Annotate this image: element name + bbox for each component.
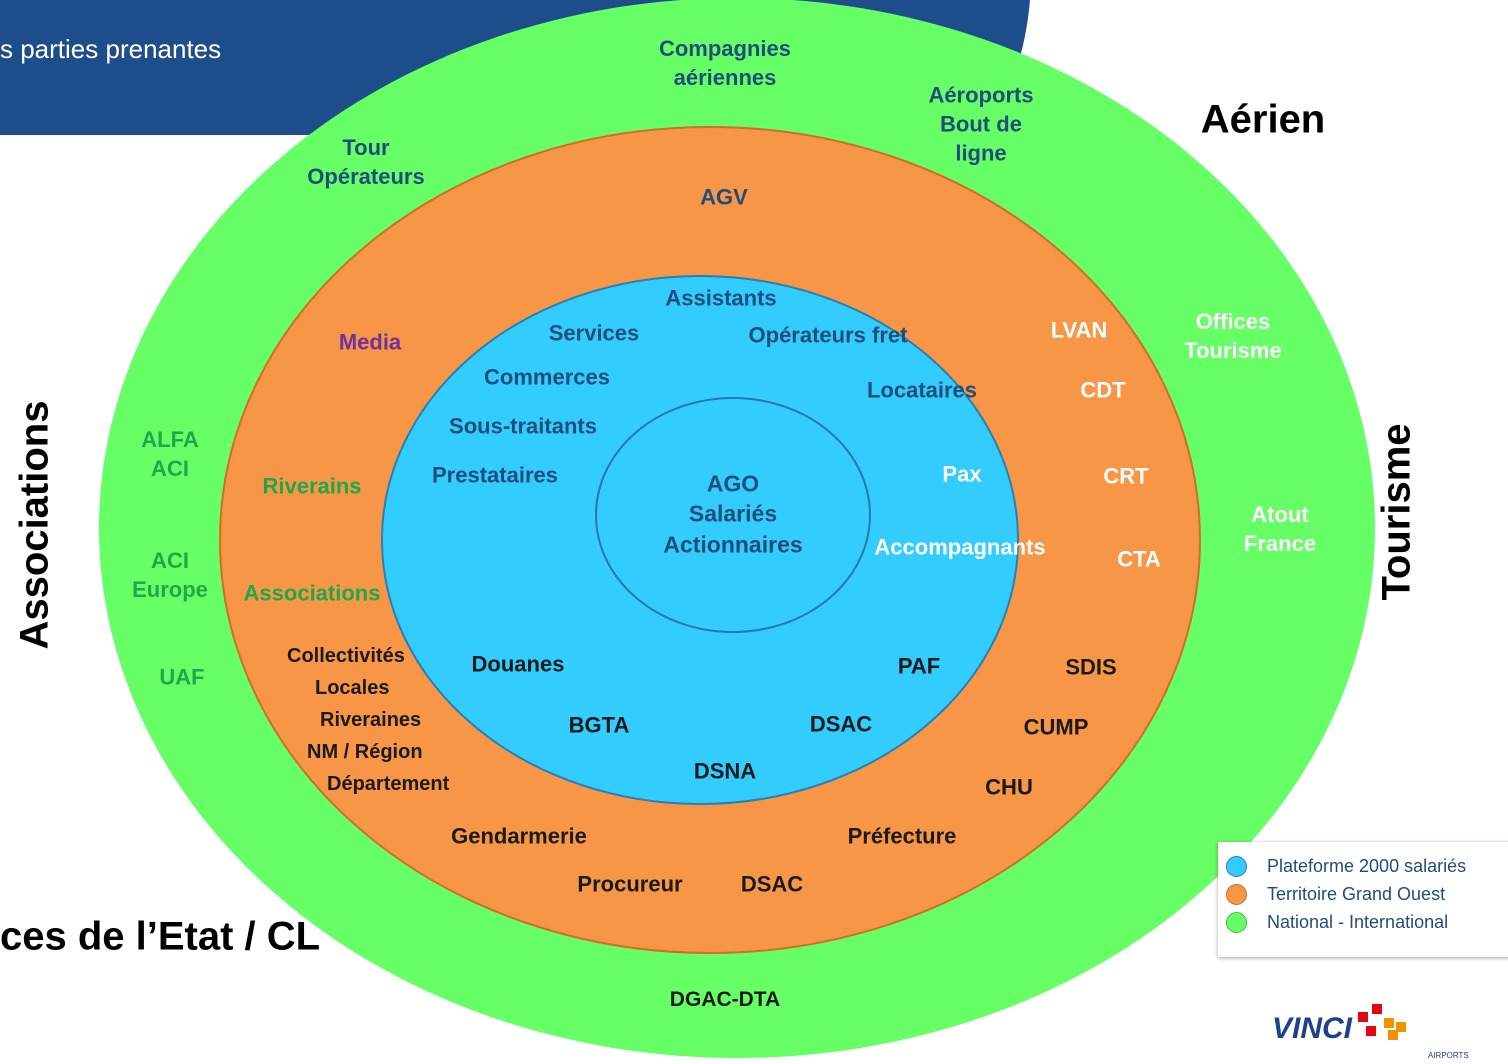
legend-label-national: National - International — [1267, 911, 1449, 932]
label-dsac-outer: DSAC — [740, 871, 804, 897]
svg-text:AIRPORTS: AIRPORTS — [1428, 1051, 1469, 1060]
aeroports-line-3: ligne — [955, 140, 1007, 166]
tour-operateurs-line-2: Opérateurs — [307, 164, 425, 189]
legend-item-national: National - International — [1226, 910, 1448, 934]
quadrant-tourisme: Tourisme — [1374, 423, 1419, 601]
label-dgac-dta: DGAC-DTA — [669, 988, 781, 1012]
core-label: AGO Salariés Actionnaires — [663, 468, 802, 559]
legend-item-territoire: Territoire Grand Ouest — [1226, 882, 1445, 906]
legend-dot-territoire — [1226, 883, 1247, 905]
collectivites-line-5: Département — [327, 773, 450, 795]
collectivites-line-1: Collectivités — [287, 645, 405, 667]
label-atout-france: Atout France — [1244, 500, 1316, 558]
legend-dot-plateforme — [1226, 855, 1247, 877]
core-circle — [595, 397, 871, 633]
alfa-line-2: ACI — [151, 456, 189, 481]
label-paf: PAF — [897, 653, 941, 679]
label-prefecture: Préfecture — [847, 823, 957, 849]
atout-line-1: Atout — [1251, 501, 1309, 527]
label-associations-territoire: Associations — [243, 580, 381, 606]
legend-label-territoire: Territoire Grand Ouest — [1267, 883, 1446, 904]
label-alfa-aci: ALFA ACI — [141, 425, 198, 483]
quadrant-services-etat: ces de l’Etat / CL — [0, 914, 321, 959]
legend-dot-national — [1226, 911, 1247, 933]
core-line-actionnaires: Actionnaires — [663, 531, 803, 558]
label-offices-tourisme: Offices Tourisme — [1184, 307, 1281, 365]
offices-line-1: Offices — [1195, 308, 1271, 334]
label-aeroports: Aéroports Bout de ligne — [928, 80, 1033, 167]
label-procureur: Procureur — [577, 871, 683, 897]
core-line-ago: AGO — [706, 470, 760, 497]
label-cta: CTA — [1117, 546, 1161, 572]
svg-text:VINCI: VINCI — [1272, 1012, 1353, 1045]
aci-europe-line-2: Europe — [132, 577, 208, 602]
label-agv: AGV — [700, 184, 748, 210]
alfa-line-1: ALFA — [141, 426, 199, 452]
compagnies-line-2: aériennes — [673, 65, 777, 90]
label-prestataires: Prestataires — [432, 462, 558, 488]
aci-europe-line-1: ACI — [151, 547, 189, 573]
legend: Plateforme 2000 salariés Territoire Gran… — [1218, 842, 1508, 957]
label-riverains: Riverains — [262, 473, 362, 499]
aeroports-line-2: Bout de — [940, 111, 1022, 137]
label-sdis: SDIS — [1065, 654, 1117, 680]
label-cdt: CDT — [1080, 377, 1126, 403]
label-douanes: Douanes — [471, 651, 565, 677]
core-line-salaries: Salariés — [688, 500, 778, 527]
label-gendarmerie: Gendarmerie — [451, 823, 587, 849]
label-lvan: LVAN — [1050, 317, 1108, 343]
label-crt: CRT — [1103, 463, 1149, 489]
tour-operateurs-line-1: Tour — [342, 134, 390, 160]
label-services: Services — [548, 320, 640, 346]
atout-line-2: France — [1243, 531, 1317, 556]
label-assistants: Assistants — [665, 285, 777, 311]
collectivites-line-3: Riveraines — [320, 709, 422, 731]
label-pax: Pax — [942, 461, 982, 487]
label-sous-traitants: Sous-traitants — [449, 413, 597, 439]
label-bgta: BGTA — [568, 712, 630, 738]
header-banner-text: s parties prenantes — [0, 34, 222, 64]
label-commerces: Commerces — [484, 364, 610, 390]
label-compagnies: Compagnies aériennes — [659, 34, 791, 92]
quadrant-aerien: Aérien — [1200, 97, 1326, 142]
collectivites-line-4: NM / Région — [307, 741, 423, 763]
offices-line-2: Tourisme — [1184, 338, 1282, 363]
label-locataires: Locataires — [866, 377, 978, 403]
aeroports-line-1: Aéroports — [928, 82, 1034, 108]
legend-label-plateforme: Plateforme 2000 salariés — [1267, 855, 1467, 876]
label-dsna: DSNA — [693, 758, 757, 784]
vinci-airports-logo: VINCI AIRPORTS — [1272, 1004, 1469, 1060]
label-operateurs-fret: Opérateurs fret — [748, 322, 908, 348]
label-uaf: UAF — [159, 664, 205, 690]
collectivites-line-2: Locales — [315, 677, 390, 699]
label-aci-europe: ACI Europe — [132, 546, 208, 604]
label-tour-operateurs: Tour Opérateurs — [307, 133, 424, 191]
label-cump: CUMP — [1023, 714, 1089, 740]
label-chu: CHU — [985, 774, 1033, 800]
label-accompagnants: Accompagnants — [874, 534, 1046, 560]
legend-item-plateforme: Plateforme 2000 salariés — [1226, 854, 1466, 878]
quadrant-associations: Associations — [12, 400, 57, 650]
compagnies-line-1: Compagnies — [658, 35, 792, 61]
label-dsac-inner: DSAC — [809, 711, 873, 737]
label-media: Media — [338, 329, 402, 355]
